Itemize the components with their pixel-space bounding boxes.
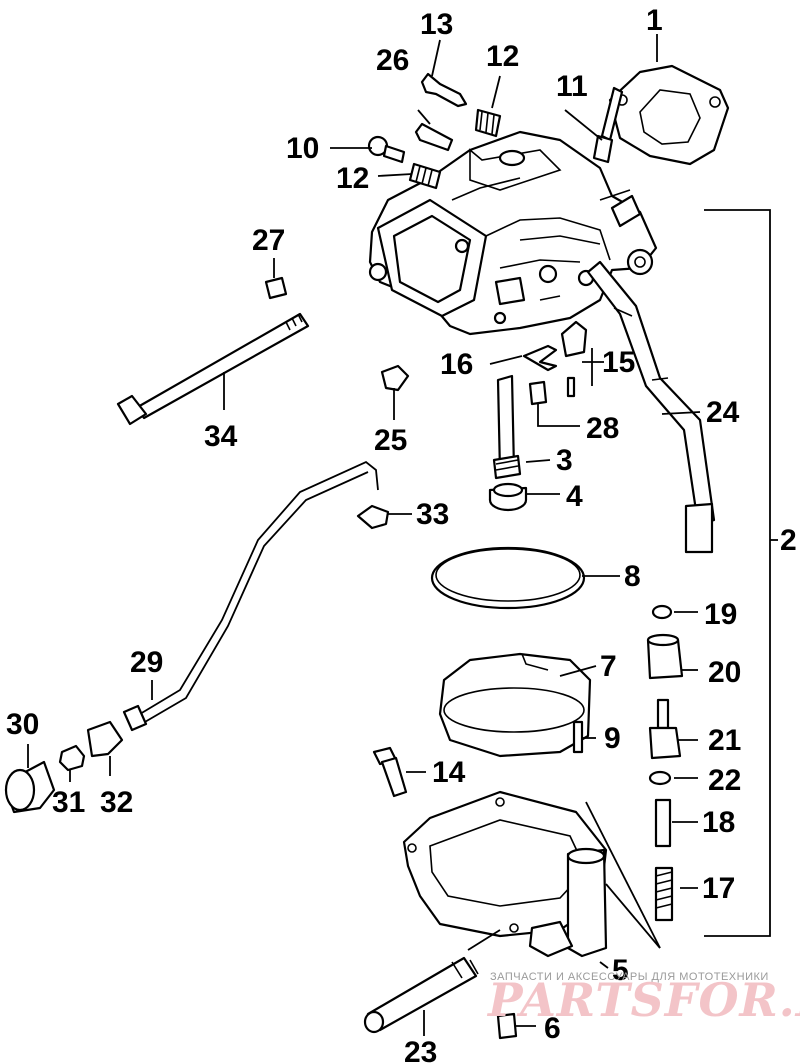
label-5: 5 bbox=[612, 954, 629, 987]
label-24: 24 bbox=[706, 396, 740, 429]
nut-31 bbox=[58, 744, 86, 772]
o-ring-22 bbox=[648, 770, 672, 786]
label-12-lower: 12 bbox=[336, 162, 369, 195]
jet-25 bbox=[380, 364, 410, 392]
gasket-1 bbox=[608, 64, 730, 166]
screw-10 bbox=[367, 135, 406, 164]
label-32: 32 bbox=[100, 786, 133, 819]
plug-27 bbox=[264, 276, 288, 300]
bushing-32 bbox=[86, 720, 124, 758]
label-31: 31 bbox=[52, 786, 85, 819]
label-14: 14 bbox=[432, 756, 466, 789]
cap-19 bbox=[651, 604, 673, 620]
hose-24 bbox=[586, 260, 716, 554]
float-pin-15 bbox=[560, 320, 588, 398]
label-12-upper: 12 bbox=[486, 40, 519, 73]
label-30: 30 bbox=[6, 708, 39, 741]
label-13: 13 bbox=[420, 8, 453, 41]
float-bowl-5 bbox=[402, 790, 608, 958]
label-3: 3 bbox=[556, 444, 573, 477]
long-screw-34 bbox=[116, 312, 310, 426]
leader-lines bbox=[27, 34, 778, 1036]
label-7: 7 bbox=[600, 650, 617, 683]
label-19: 19 bbox=[704, 598, 737, 631]
part-21 bbox=[648, 698, 682, 760]
watermark-tagline: ЗАПЧАСТИ И АКСЕССУАРЫ ДЛЯ МОТОТЕХНИКИ bbox=[490, 971, 769, 983]
spring-12-lower bbox=[408, 162, 442, 190]
label-15: 15 bbox=[602, 346, 635, 379]
label-16: 16 bbox=[440, 348, 473, 381]
clamp-33 bbox=[356, 504, 390, 530]
label-22: 22 bbox=[708, 764, 741, 797]
spring-17 bbox=[654, 866, 674, 922]
label-6: 6 bbox=[544, 1012, 561, 1045]
drain-tube-23 bbox=[363, 956, 479, 1034]
knob-30 bbox=[4, 760, 56, 814]
choke-rod-29 bbox=[122, 460, 379, 732]
label-26: 26 bbox=[376, 44, 409, 77]
label-4: 4 bbox=[566, 480, 583, 513]
label-28: 28 bbox=[586, 412, 619, 445]
carburetor-body bbox=[368, 130, 658, 336]
screw-28 bbox=[528, 380, 548, 406]
label-20: 20 bbox=[708, 656, 741, 689]
label-11: 11 bbox=[556, 70, 588, 103]
watermark: ЗАПЧАСТИ И АКСЕССУАРЫ ДЛЯ МОТОТЕХНИКИ PA… bbox=[486, 971, 800, 1027]
main-jet-4 bbox=[488, 482, 528, 512]
watermark-brand: PARTSFOR.RU bbox=[486, 973, 800, 1027]
float-7 bbox=[438, 652, 592, 758]
screw-13 bbox=[420, 72, 468, 108]
screw-11 bbox=[592, 86, 624, 164]
label-8: 8 bbox=[624, 560, 641, 593]
spring-12-upper bbox=[474, 108, 502, 138]
label-9: 9 bbox=[604, 722, 621, 755]
label-23: 23 bbox=[404, 1036, 437, 1064]
o-ring-8 bbox=[430, 546, 586, 610]
nozzle-3 bbox=[492, 374, 522, 480]
pin-9 bbox=[572, 720, 584, 754]
screw-26 bbox=[414, 122, 454, 152]
part-20 bbox=[646, 633, 684, 680]
label-29: 29 bbox=[130, 646, 163, 679]
pin-18 bbox=[654, 798, 672, 848]
label-17: 17 bbox=[702, 872, 735, 905]
screw-14 bbox=[372, 746, 408, 798]
label-34: 34 bbox=[204, 420, 238, 453]
label-25: 25 bbox=[374, 424, 407, 457]
label-21: 21 bbox=[708, 724, 741, 757]
callout-labels: 1 2 3 4 5 6 7 8 9 10 11 12 12 13 14 15 1… bbox=[6, 4, 797, 1064]
label-1: 1 bbox=[646, 4, 663, 37]
label-27: 27 bbox=[252, 224, 285, 257]
screw-6 bbox=[496, 1012, 518, 1040]
label-18: 18 bbox=[702, 806, 735, 839]
label-33: 33 bbox=[416, 498, 449, 531]
label-2: 2 bbox=[780, 524, 797, 557]
label-10: 10 bbox=[286, 132, 319, 165]
clip-16 bbox=[522, 344, 558, 372]
